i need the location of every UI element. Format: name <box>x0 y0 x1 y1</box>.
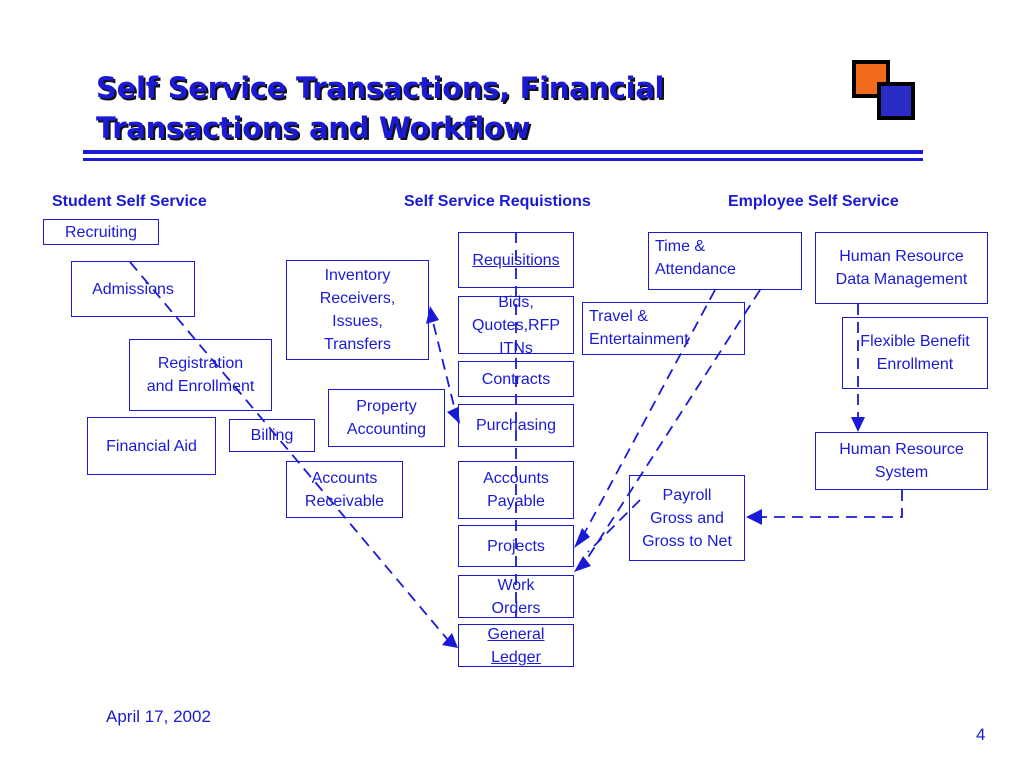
box-general-ledger: General Ledger <box>458 624 574 667</box>
box-billing: Billing <box>229 419 315 452</box>
slide-title: Self Service Transactions, Financial Tra… <box>96 71 665 145</box>
page-number: 4 <box>976 725 986 744</box>
box-requisitions: Requisitions <box>458 232 574 288</box>
arrowhead-hr-system <box>851 417 865 432</box>
flow-hr-system-to-payroll <box>762 490 903 518</box>
general-ledger-label: General Ledger <box>487 625 545 666</box>
box-contracts: Contracts <box>458 361 574 397</box>
title-rule-thin <box>83 158 923 161</box>
box-purchasing: Purchasing <box>458 404 574 447</box>
arrowhead-projects <box>574 528 590 548</box>
section-self-service-requisitions: Self Service Requistions <box>404 193 591 210</box>
logo-orange-square-icon <box>852 60 890 98</box>
title-rule-thick <box>83 150 923 154</box>
box-recruiting: Recruiting <box>43 219 159 245</box>
box-bids-quotes: Bids, Quotes,RFP ITNs <box>458 294 574 357</box>
box-travel-entertainment: Travel & Entertainment <box>582 302 745 355</box>
arrowhead-payroll <box>746 509 762 525</box>
logo-blue-square-icon <box>877 82 915 120</box>
box-hr-data-management: Human Resource Data Management <box>815 232 988 304</box>
arrowhead-work-orders <box>574 556 591 572</box>
box-financial-aid: Financial Aid <box>87 417 216 475</box>
box-work-orders: Work Orders <box>458 575 574 618</box>
requisitions-label: Requisitions <box>472 251 560 269</box>
box-time-attendance: Time & Attendance <box>648 232 802 290</box>
section-student-self-service: Student Self Service <box>52 193 207 210</box>
section-employee-self-service: Employee Self Service <box>728 193 899 210</box>
box-payroll: Payroll Gross and Gross to Net <box>629 475 745 561</box>
box-accounts-receivable: Accounts Receivable <box>286 461 403 518</box>
box-inventory: Inventory Receivers, Issues, Transfers <box>286 260 429 360</box>
arrowhead-ledger <box>442 633 458 648</box>
box-accounts-payable: Accounts Payable <box>458 461 574 519</box>
box-registration-enrollment: Registration and Enrollment <box>129 339 272 411</box>
box-property-accounting: Property Accounting <box>328 389 445 447</box>
box-admissions: Admissions <box>71 261 195 317</box>
box-flexible-benefit: Flexible Benefit Enrollment <box>842 317 988 389</box>
footer-date: April 17, 2002 <box>106 707 211 726</box>
box-projects: Projects <box>458 525 574 567</box>
box-hr-system: Human Resource System <box>815 432 988 490</box>
